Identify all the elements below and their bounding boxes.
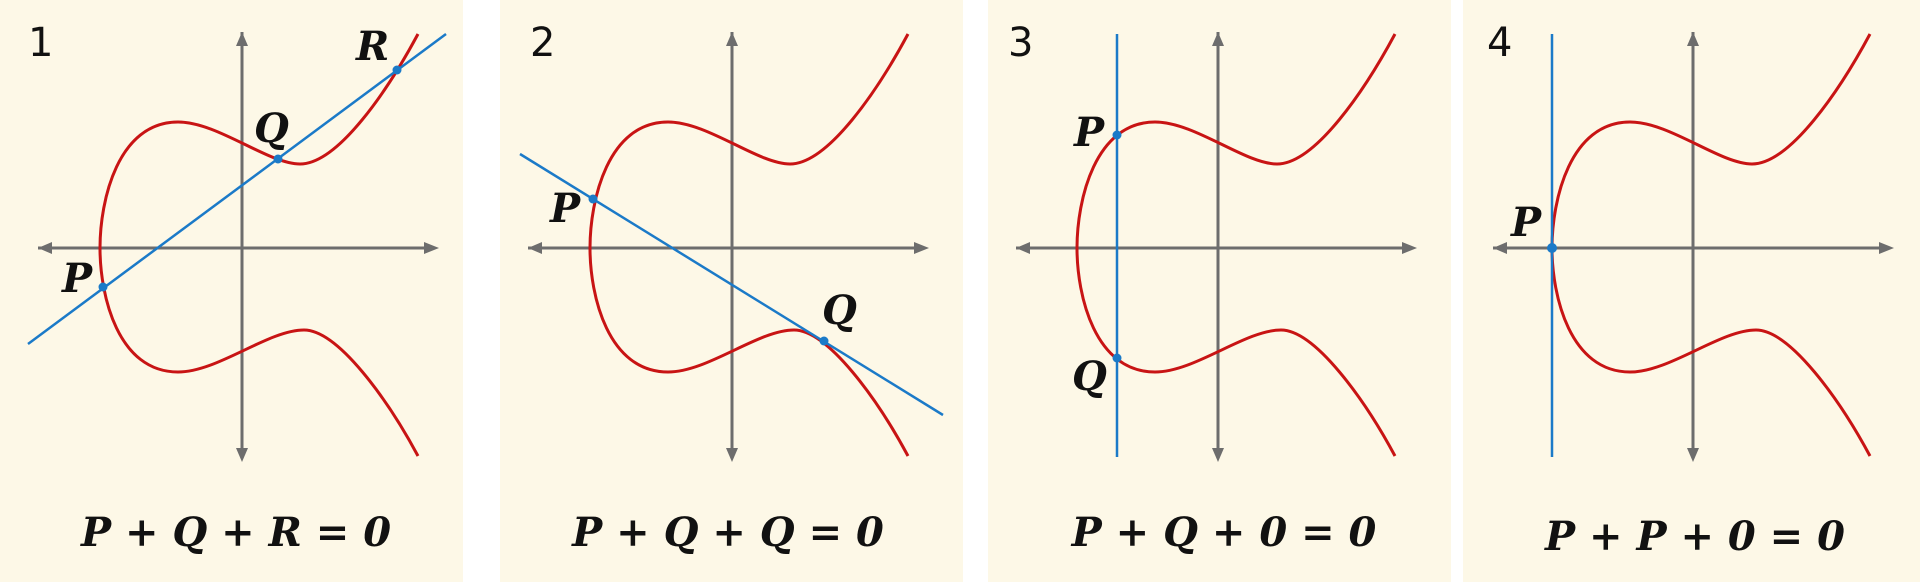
x-axis-left-arrow xyxy=(1016,242,1030,254)
y-axis-bottom-arrow xyxy=(1212,448,1224,462)
y-axis-bottom-arrow xyxy=(1687,448,1699,462)
panel-number: 1 xyxy=(28,20,53,66)
x-axis-left-arrow xyxy=(1493,242,1507,254)
curve-lower-branch xyxy=(98,247,420,457)
panel-number: 4 xyxy=(1487,20,1512,66)
point-p xyxy=(1112,130,1122,140)
point-p xyxy=(98,282,108,292)
point-q xyxy=(273,154,283,164)
label-p: P xyxy=(61,255,94,302)
equation: P + Q + Q = 0 xyxy=(571,509,884,556)
equation: P + P + 0 = 0 xyxy=(1544,513,1845,560)
point-q xyxy=(819,336,829,346)
curve-lower-branch xyxy=(1550,247,1872,457)
label-q: Q xyxy=(254,105,289,152)
curve-lower-branch xyxy=(1075,247,1397,457)
panel-2: 2 P Q P + Q + Q = 0 xyxy=(500,0,963,582)
label-p: P xyxy=(1510,199,1543,246)
x-axis-right-arrow xyxy=(1402,242,1417,254)
y-axis-top-arrow xyxy=(1212,32,1224,46)
panel-number: 2 xyxy=(530,20,555,66)
panel-3-diagram: 3 P Q P + Q + 0 = 0 xyxy=(1008,20,1417,556)
panel-2-diagram: 2 P Q P + Q + Q = 0 xyxy=(519,20,944,556)
secant-line xyxy=(27,32,447,346)
x-axis-right-arrow xyxy=(1879,242,1894,254)
curve-upper-branch xyxy=(98,33,420,249)
y-axis-top-arrow xyxy=(726,32,738,46)
y-axis-bottom-arrow xyxy=(726,448,738,462)
y-axis-top-arrow xyxy=(236,32,248,46)
x-axis-left-arrow xyxy=(38,242,52,254)
panel-3: 3 P Q P + Q + 0 = 0 xyxy=(988,0,1451,582)
label-p: P xyxy=(549,185,582,232)
point-p xyxy=(1547,243,1557,253)
panel-4-diagram: 4 P P + P + 0 = 0 xyxy=(1487,20,1894,560)
label-p: P xyxy=(1073,109,1106,156)
curve-upper-branch xyxy=(1550,33,1872,249)
equation: P + Q + R = 0 xyxy=(80,509,391,556)
curve-upper-branch xyxy=(588,33,910,249)
y-axis-bottom-arrow xyxy=(236,448,248,462)
equation: P + Q + 0 = 0 xyxy=(1071,509,1377,556)
panel-1-diagram: 1 P Q R P + Q + R = 0 xyxy=(27,20,447,556)
panel-number: 3 xyxy=(1008,20,1033,66)
curve-upper-branch xyxy=(1075,33,1397,249)
y-axis-top-arrow xyxy=(1687,32,1699,46)
curve-lower-branch xyxy=(588,247,910,457)
x-axis-right-arrow xyxy=(914,242,929,254)
point-q xyxy=(1112,353,1122,363)
label-r: R xyxy=(355,23,389,70)
x-axis-left-arrow xyxy=(528,242,542,254)
panel-1: 1 P Q R P + Q + R = 0 xyxy=(0,0,463,582)
label-q: Q xyxy=(1072,353,1107,400)
point-r xyxy=(392,65,402,75)
point-p xyxy=(588,194,598,204)
panel-4: 4 P P + P + 0 = 0 xyxy=(1463,0,1920,582)
label-q: Q xyxy=(822,287,857,334)
x-axis-right-arrow xyxy=(424,242,439,254)
